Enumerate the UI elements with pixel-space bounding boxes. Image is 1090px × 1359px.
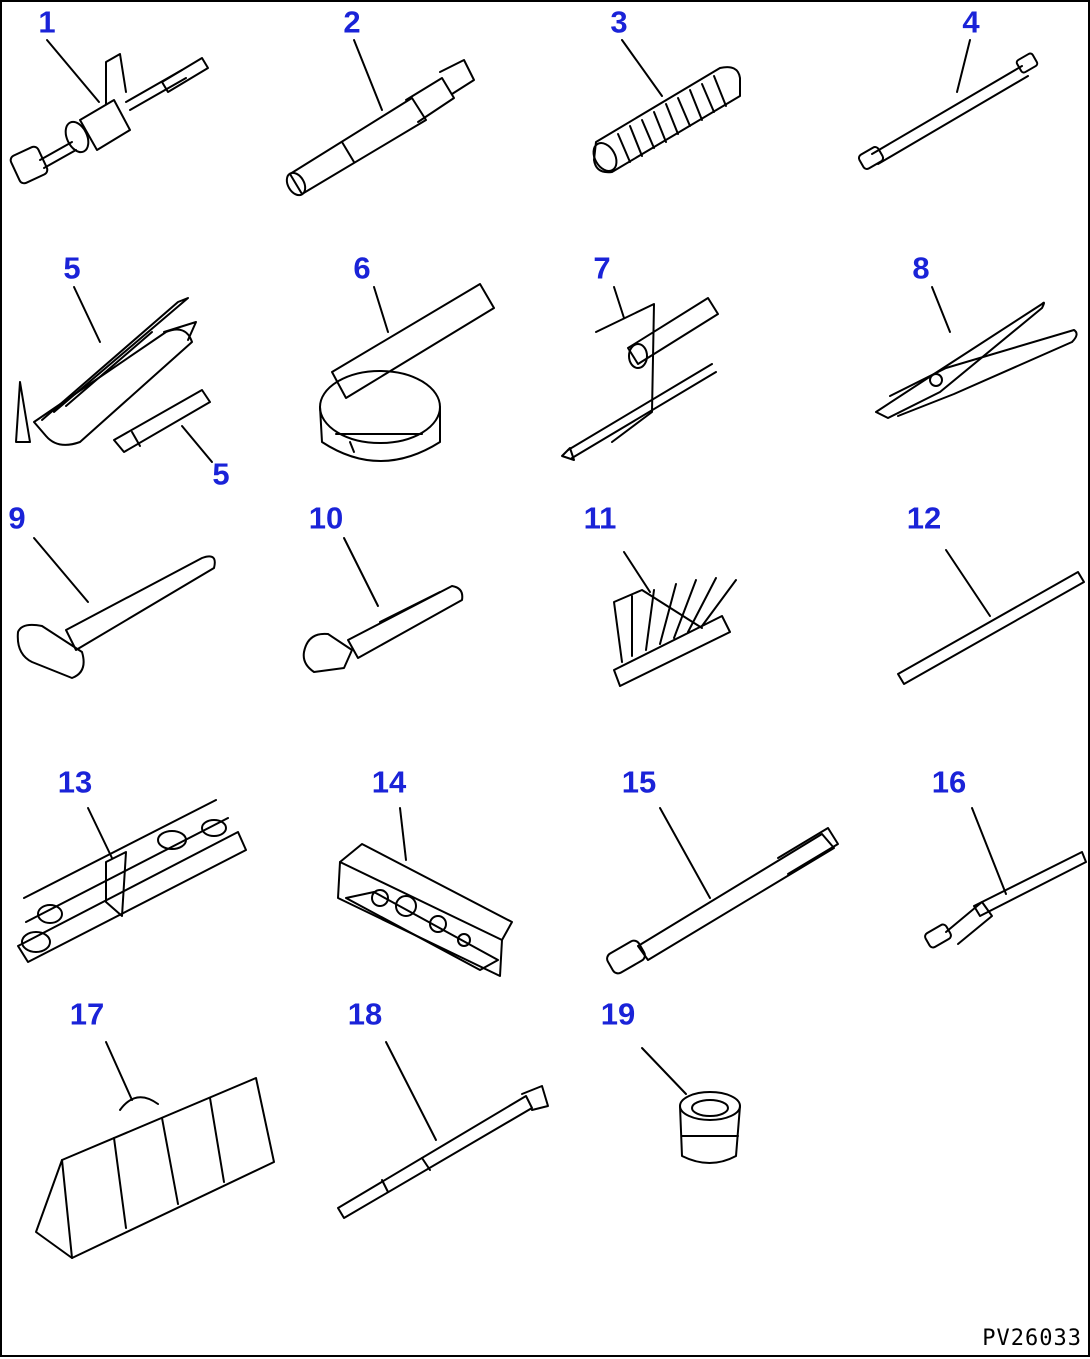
grease-pump-icon [285,39,475,197]
tool-bag-icon [35,1041,275,1259]
callout-1: 1 [38,4,56,40]
callout-18: 18 [347,996,383,1032]
callout-16: 16 [931,764,967,800]
extension-bar-icon [857,39,1039,170]
callout-14: 14 [371,764,407,800]
grease-gun-icon [15,286,197,446]
callout-12: 12 [906,500,942,536]
socket-icon [641,1047,741,1164]
pliers-icon [875,286,1078,419]
callout-2: 2 [343,4,361,40]
spinner-handle-icon [924,807,1087,949]
callout-17: 17 [69,996,105,1032]
callout-8: 8 [912,250,930,286]
callout-5: 5 [63,250,81,286]
hammer-icon [16,537,216,679]
callout-6: 6 [353,250,371,286]
screwdriver-icon [561,286,719,461]
tire-gauge-icon [337,1041,549,1219]
callout-3: 3 [610,4,628,40]
feeler-gauge-icon [613,551,737,687]
hose-icon [592,39,741,174]
socket-wrench-icon [606,807,839,975]
wrench-set-icon [17,799,247,963]
callout-15: 15 [621,764,657,800]
callout-13: 13 [57,764,93,800]
callout-9: 9 [8,500,26,536]
slide-hammer-puller-icon [9,39,209,185]
filter-wrench-icon [319,283,495,462]
callout-19: 19 [600,996,636,1032]
adjustable-wrench-icon [302,537,464,673]
callout-10: 10 [308,500,344,536]
callout-4: 4 [962,4,980,40]
bar-icon [897,549,1085,685]
callout-11: 11 [583,500,617,536]
callout-7: 7 [593,250,611,286]
callout-5b: 5 [212,456,230,492]
socket-set-case-icon [337,807,513,977]
nozzle-icon [113,389,213,463]
drawing-code: PV26033 [982,1326,1082,1351]
